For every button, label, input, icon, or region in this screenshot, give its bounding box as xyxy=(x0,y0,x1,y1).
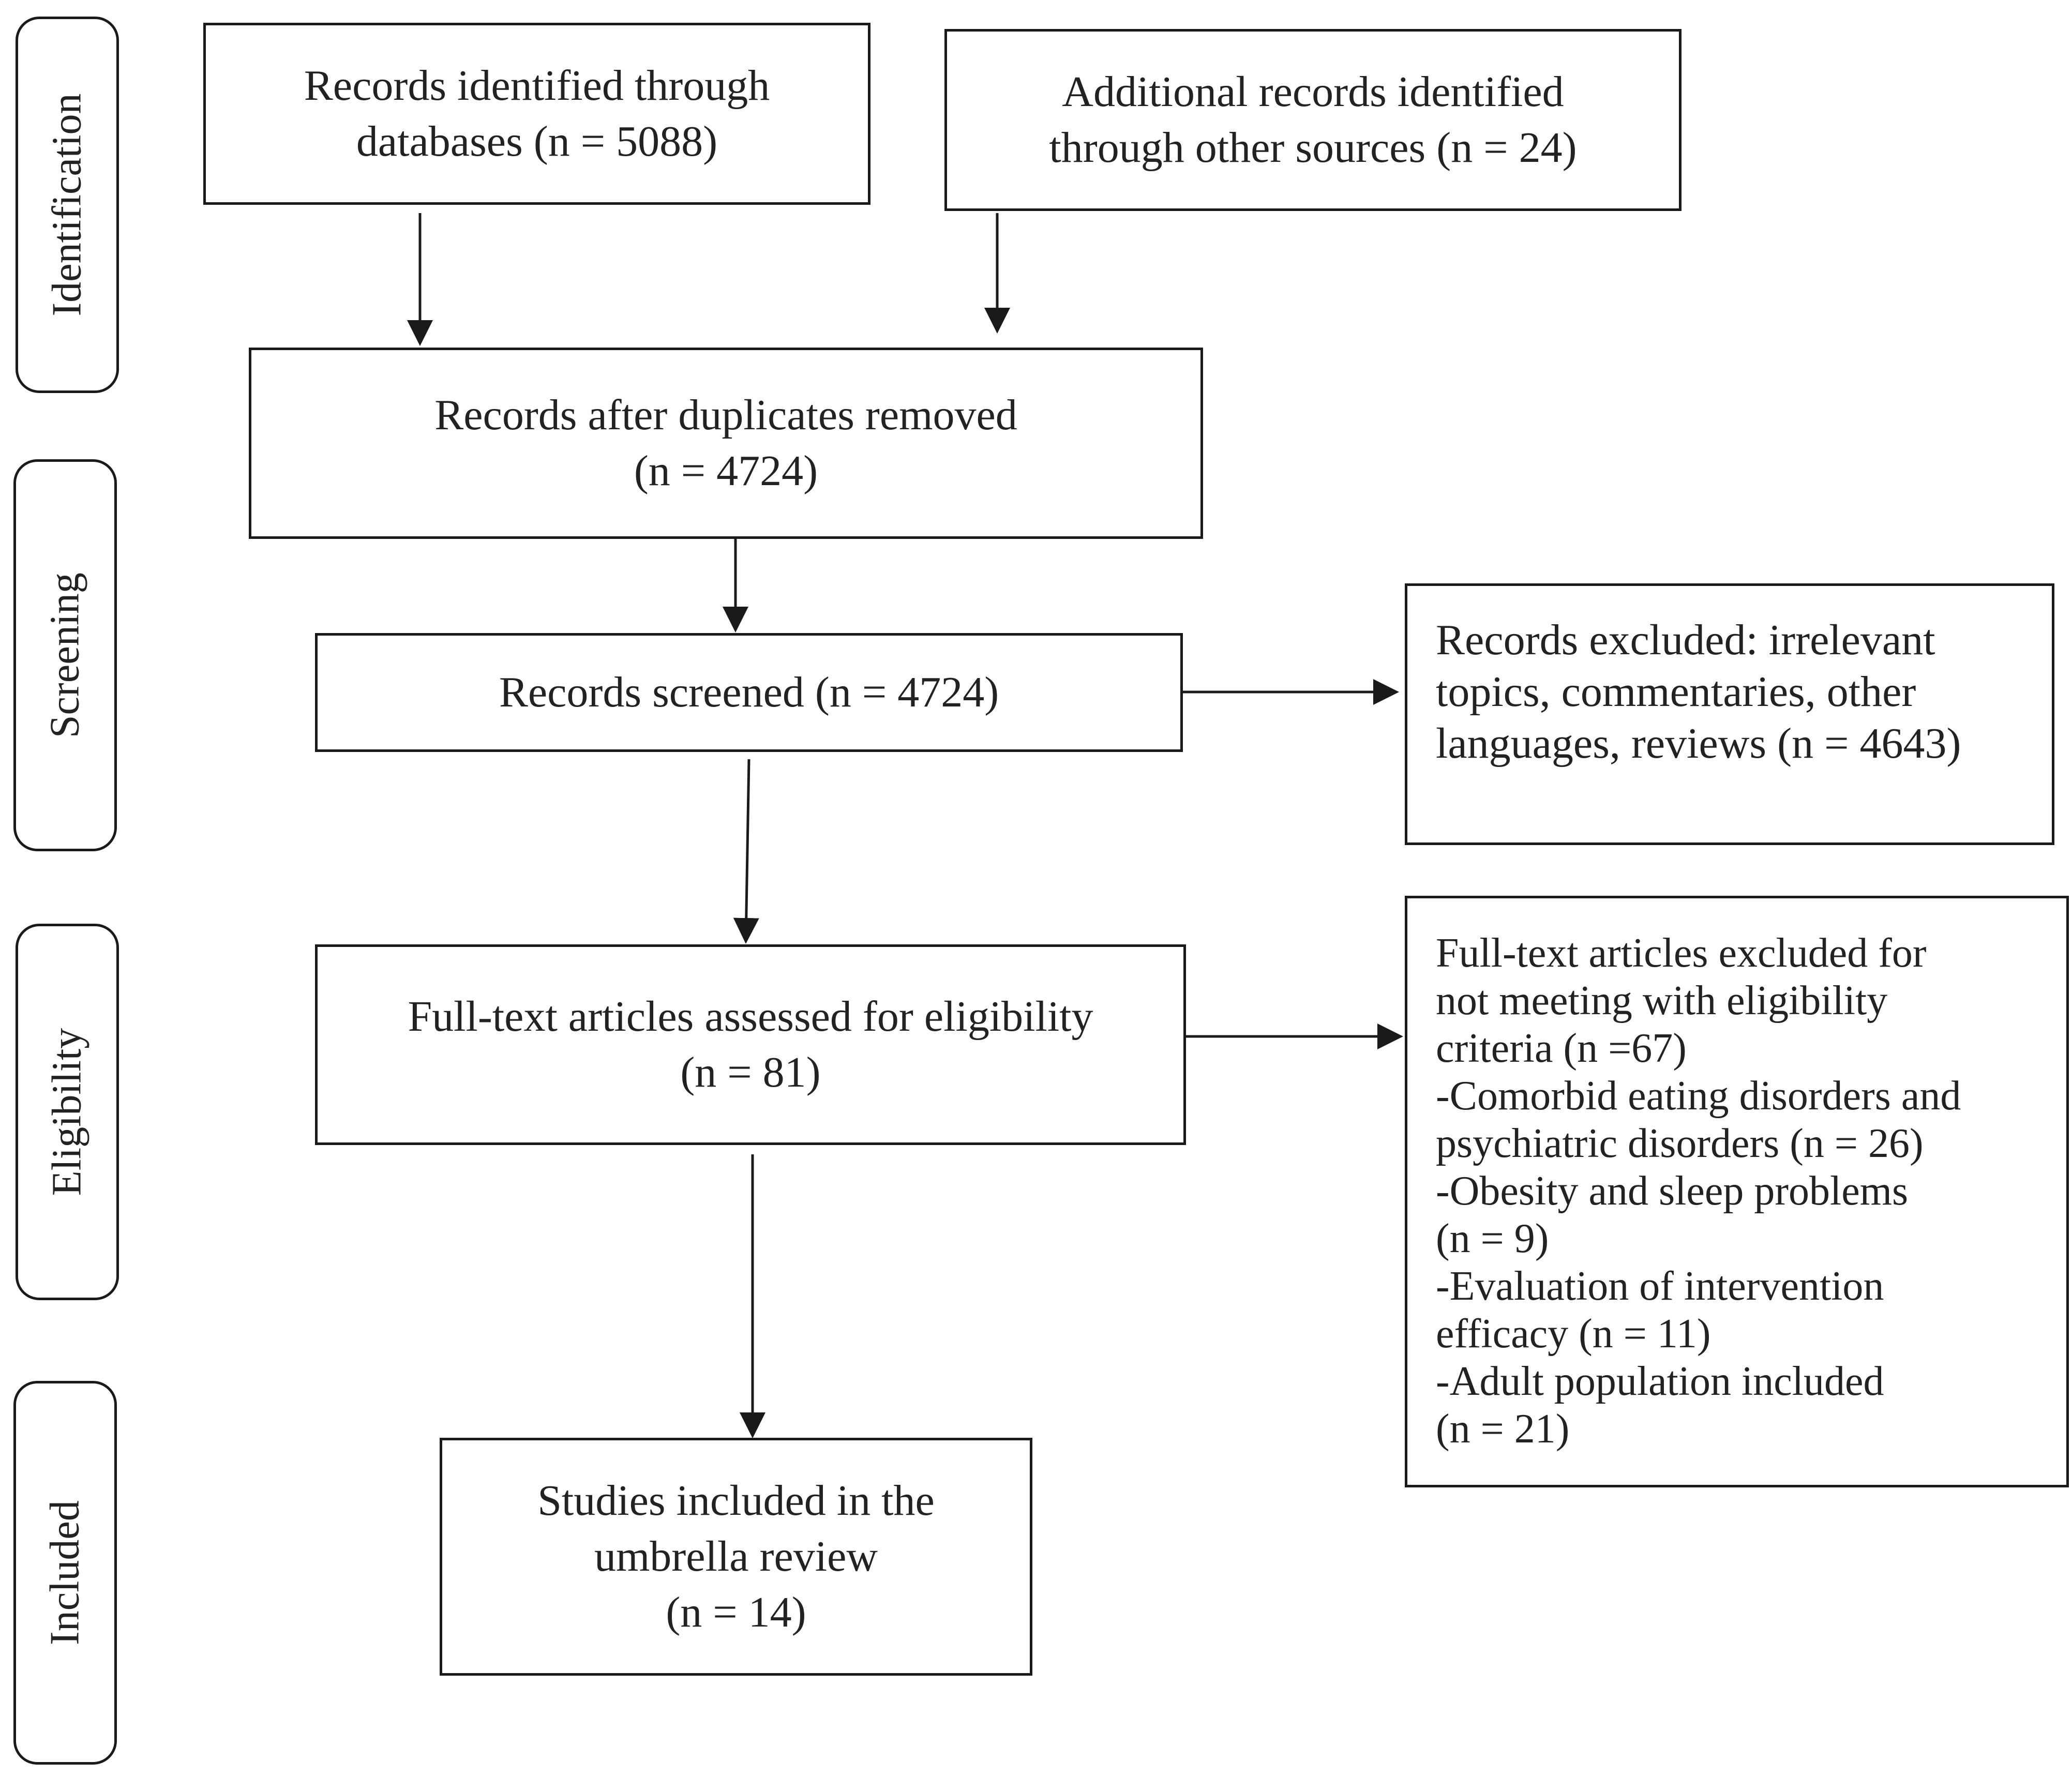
box-databases: Records identified through databases (n … xyxy=(203,23,870,205)
box-excluded-full-text-line-4: -Comorbid eating disorders and xyxy=(1436,1073,1961,1119)
box-full-text: Full-text articles assessed for eligibil… xyxy=(315,944,1186,1145)
box-excluded-full-text-line-5: psychiatric disorders (n = 26) xyxy=(1436,1121,1924,1166)
box-excluded-full-text-line-7: (n = 9) xyxy=(1436,1216,1549,1261)
box-excluded-full-text-line-10: -Adult population included xyxy=(1436,1359,1884,1404)
box-included: Studies included in the umbrella review … xyxy=(440,1438,1032,1676)
stage-identification: Identification xyxy=(16,17,119,393)
stage-eligibility: Eligibility xyxy=(16,924,119,1300)
stage-included: Included xyxy=(13,1381,117,1765)
box-included-line-2: umbrella review xyxy=(594,1532,878,1581)
box-other-sources-line-1: Additional records identified xyxy=(1062,68,1564,116)
arrow-screened-to-full-text xyxy=(733,759,759,944)
box-screened: Records screened (n = 4724) xyxy=(315,633,1183,752)
stage-screening: Screening xyxy=(13,459,117,851)
box-screened-line-1: Records screened (n = 4724) xyxy=(499,668,999,716)
box-duplicates-removed-line-1: Records after duplicates removed xyxy=(434,391,1017,439)
box-duplicates-removed-line-2: (n = 4724) xyxy=(634,447,818,495)
box-duplicates-removed: Records after duplicates removed (n = 47… xyxy=(249,348,1203,539)
box-excluded-full-text-line-9: efficacy (n = 11) xyxy=(1436,1311,1711,1357)
box-excluded-full-text-line-1: Full-text articles excluded for xyxy=(1436,930,1927,976)
box-included-line-1: Studies included in the xyxy=(537,1477,935,1525)
box-databases-line-1: Records identified through xyxy=(304,62,770,110)
box-full-text-line-2: (n = 81) xyxy=(680,1048,821,1096)
box-excluded-full-text-line-3: criteria (n =67) xyxy=(1436,1026,1687,1071)
box-excluded-screening: Records excluded: irrelevant topics, com… xyxy=(1405,583,2054,845)
box-other-sources: Additional records identified through ot… xyxy=(944,29,1681,211)
box-excluded-full-text: Full-text articles excluded for not meet… xyxy=(1405,896,2069,1487)
box-excluded-screening-line-1: Records excluded: irrelevant xyxy=(1436,616,1935,664)
box-excluded-full-text-line-6: -Obesity and sleep problems xyxy=(1436,1168,1909,1214)
box-full-text-line-1: Full-text articles assessed for eligibil… xyxy=(408,992,1093,1041)
box-included-line-3: (n = 14) xyxy=(666,1588,806,1636)
box-excluded-full-text-line-11: (n = 21) xyxy=(1436,1406,1570,1452)
box-excluded-full-text-line-2: not meeting with eligibility xyxy=(1436,978,1888,1024)
box-excluded-screening-line-3: languages, reviews (n = 4643) xyxy=(1436,719,1961,767)
box-excluded-full-text-line-8: -Evaluation of intervention xyxy=(1436,1263,1884,1309)
box-excluded-screening-line-2: topics, commentaries, other xyxy=(1436,668,1916,716)
box-other-sources-line-2: through other sources (n = 24) xyxy=(1049,124,1577,172)
box-databases-line-2: databases (n = 5088) xyxy=(356,117,718,165)
